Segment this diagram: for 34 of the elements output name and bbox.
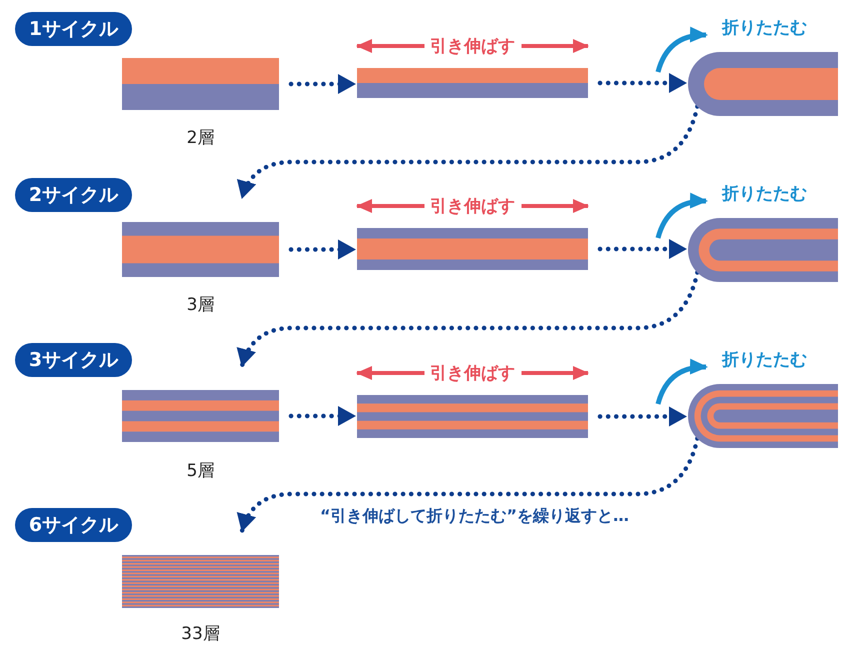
cycle-badge: 2サイクル xyxy=(15,178,132,212)
layer-count-label: 33層 xyxy=(181,623,220,645)
fold-label: 折りたたむ xyxy=(722,17,807,39)
dotted-arrow xyxy=(288,74,358,94)
dotted-arrow xyxy=(598,73,688,93)
cycle-badge: 6サイクル xyxy=(15,508,132,542)
layer-count-label: 3層 xyxy=(186,294,214,316)
dotted-arrow xyxy=(288,240,358,260)
folded-layer-drawing xyxy=(688,384,838,448)
layer-count-label: 2層 xyxy=(186,127,214,149)
edge-label: “引き伸ばして折りたたむ”を繰り返すと… xyxy=(320,506,630,527)
fold-label: 折りたたむ xyxy=(722,349,807,371)
dotted-arrow xyxy=(598,406,688,426)
cycle-badge: 1サイクル xyxy=(15,12,132,46)
folded-layer-drawing xyxy=(688,218,838,282)
layer-stack-drawing xyxy=(122,58,279,110)
dotted-arrow xyxy=(288,406,358,426)
stretch-label: 引き伸ばす xyxy=(424,34,521,58)
cycle-badge: 3サイクル xyxy=(15,343,132,377)
layer-count-label: 5層 xyxy=(186,460,214,482)
stretch-label: 引き伸ばす xyxy=(424,362,521,384)
fold-label: 折りたたむ xyxy=(722,183,807,205)
stretched-layer-drawing xyxy=(357,68,588,98)
layer-stack-drawing xyxy=(122,222,279,277)
stretch-label: 引き伸ばす xyxy=(424,194,521,218)
folded-layer-drawing xyxy=(688,52,838,116)
stretched-layer-drawing xyxy=(357,228,588,270)
dotted-arrow xyxy=(238,436,700,534)
dotted-arrow xyxy=(237,270,700,368)
dotted-arrow xyxy=(238,104,700,200)
stretched-layer-drawing xyxy=(357,395,588,438)
layer-stack-drawing xyxy=(122,555,279,608)
layer-stack-drawing xyxy=(122,390,279,442)
dotted-arrow xyxy=(598,239,688,259)
